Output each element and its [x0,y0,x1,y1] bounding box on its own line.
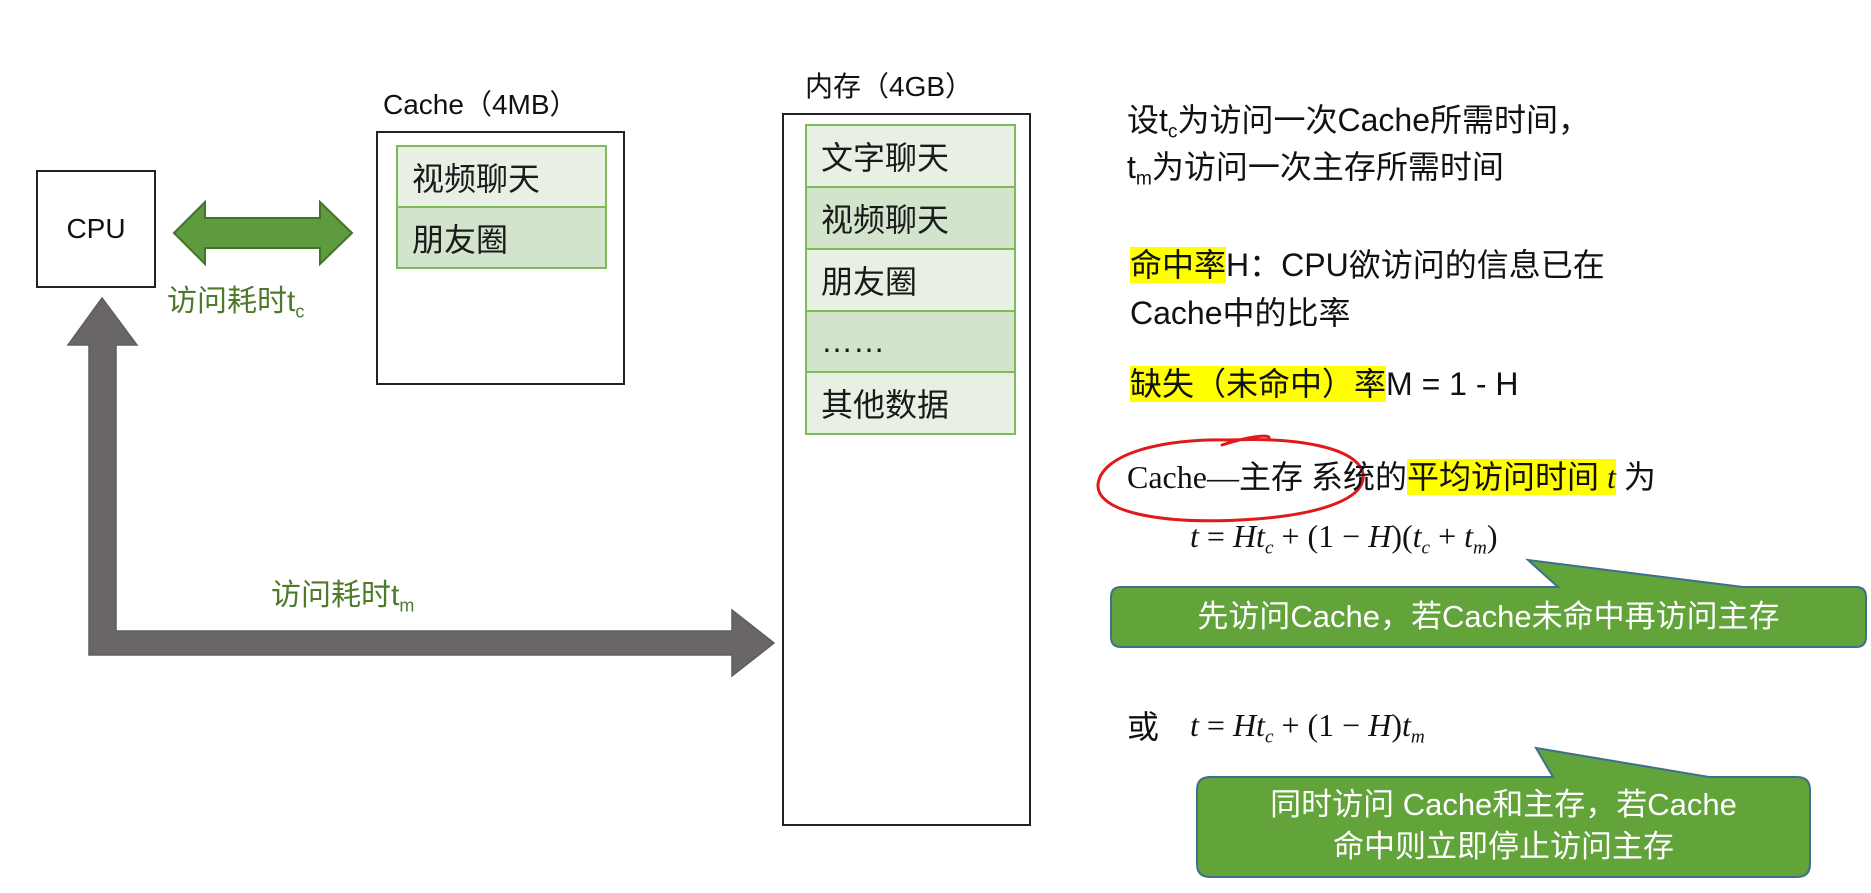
or-label: 或 [1127,709,1160,745]
cache-row: 朋友圈 [396,206,607,269]
cache-memory-system: Cache—主存 [1127,459,1303,495]
memory-title: 内存（4GB） [805,71,974,102]
average-access-time-heading: Cache—主存 系统的平均访问时间 t 为 [1127,459,1656,495]
miss-rate-definition: 缺失（未命中）率M = 1 - H [1130,366,1519,402]
cpu-label: CPU [66,213,126,244]
cpu-box: CPU [36,170,156,288]
cache-title: Cache（4MB） [383,89,578,120]
red-annotation-circle [1096,434,1365,523]
miss-rate-term: 缺失（未命中）率 [1130,366,1387,402]
callout-sequential-shape [1110,558,1867,648]
formula-sequential: t = Htc + (1 − H)(tc + tm) [1190,518,1498,559]
callout-parallel: 同时访问 Cache和主存，若Cache 命中则立即停止访问主存 [1270,787,1737,864]
memory-access-time-label: 访问耗时tm [271,579,415,616]
memory-row: 其他数据 [805,371,1016,435]
cache-access-time-label: 访问耗时tc [167,285,305,322]
memory-row: 朋友圈 [805,248,1016,312]
cache-row: 视频聊天 [396,145,607,208]
callout-parallel-shape [1196,746,1811,878]
hit-rate-definition: 命中率H：CPU欲访问的信息已在 [1130,247,1605,283]
hit-rate-definition-line2: Cache中的比率 [1130,295,1351,331]
memory-row: …… [805,310,1016,373]
formula-parallel: t = Htc + (1 − H)tm [1190,707,1425,748]
tc-definition: 设tc为访问一次Cache所需时间， [1127,102,1591,143]
avg-access-time-term: 平均访问时间 t [1406,459,1616,495]
memory-row: 文字聊天 [805,124,1016,188]
callout-sequential: 先访问Cache，若Cache未命中再访问主存 [1197,599,1780,634]
cpu-cache-double-arrow [172,199,354,267]
hit-rate-term: 命中率 [1130,247,1227,283]
tm-definition: tm为访问一次主存所需时间 [1127,149,1504,190]
memory-row: 视频聊天 [805,186,1016,250]
cpu-memory-arrow [66,296,776,678]
